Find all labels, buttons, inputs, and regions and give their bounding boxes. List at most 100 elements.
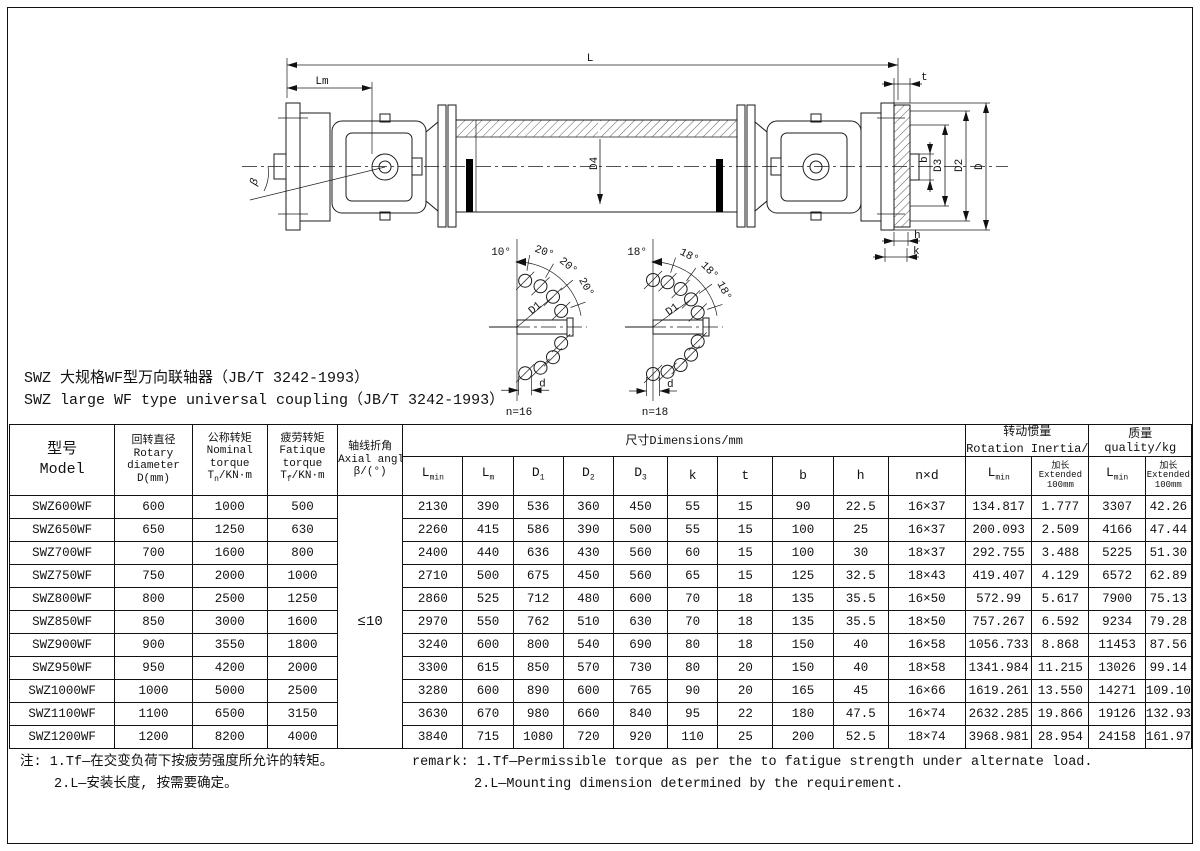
cell-value: 2.509: [1031, 518, 1090, 542]
cell-value: 100: [772, 518, 834, 542]
cell-value: 2130: [402, 495, 464, 519]
cell-value: 60: [667, 541, 719, 565]
col-quality-Lmin: Lmin: [1088, 456, 1146, 496]
cell-value: 1600: [266, 610, 339, 634]
cell-value: 660: [562, 702, 614, 726]
cell-value: 25: [832, 518, 889, 542]
cell-value: 28.954: [1031, 725, 1090, 749]
page-border: [7, 7, 1193, 844]
cell-value: 40: [832, 656, 889, 680]
cell-model: SWZ700WF: [8, 541, 116, 565]
col-h: h: [832, 456, 889, 496]
col-k: k: [667, 456, 719, 496]
cell-value: 3968.981: [965, 725, 1033, 749]
cell-value: 1000: [191, 495, 268, 519]
cell-value: 55: [667, 495, 719, 519]
col-D2: D2: [562, 456, 614, 496]
cell-value: 757.267: [965, 610, 1033, 634]
bolt-count-label: n=16: [506, 407, 532, 419]
cell-value: 125: [772, 564, 834, 588]
cell-value: 450: [562, 564, 614, 588]
cell-value: 600: [462, 633, 514, 657]
col-D1: D1: [512, 456, 564, 496]
cell-value: 2000: [191, 564, 268, 588]
col-inertia-Lmin: Lmin: [965, 456, 1033, 496]
cell-value: 540: [562, 633, 614, 657]
cell-value: 95: [667, 702, 719, 726]
cell-value: 430: [562, 541, 614, 565]
cell-value: 750: [114, 564, 193, 588]
technical-drawing: L Lm β: [242, 53, 1008, 419]
cell-value: 2500: [266, 679, 339, 703]
cell-value: 570: [562, 656, 614, 680]
header-dimensions-group: 尺寸Dimensions/mm: [402, 424, 967, 457]
step-angle-label: 18°: [698, 260, 720, 282]
dim-label-Lm: Lm: [315, 76, 329, 88]
note-en-1: remark: 1.Tf—Permissible torque as per t…: [412, 755, 1093, 770]
note-cn-1: 注: 1.Tf—在交变负荷下按疲劳强度所允许的转矩。: [20, 755, 334, 770]
cell-model: SWZ1100WF: [8, 702, 116, 726]
cell-model: SWZ600WF: [8, 495, 116, 519]
cell-value: 1100: [114, 702, 193, 726]
cell-value: 13.550: [1031, 679, 1090, 703]
cell-axial-angle-value: ≤10: [337, 495, 404, 749]
main-assembly-view: L Lm β: [242, 53, 1008, 262]
step-angle-label: 20°: [556, 256, 579, 278]
cell-value: 850: [512, 656, 564, 680]
cell-value: 2260: [402, 518, 464, 542]
cell-value: 450: [612, 495, 669, 519]
cell-value: 670: [462, 702, 514, 726]
cell-value: 3840: [402, 725, 464, 749]
cell-value: 700: [114, 541, 193, 565]
cell-value: 8.868: [1031, 633, 1090, 657]
step-angle-label: 18°: [677, 247, 700, 267]
cell-value: 18×74: [887, 725, 967, 749]
cell-value: 765: [612, 679, 669, 703]
cell-value: 9234: [1088, 610, 1146, 634]
cell-value: 1000: [266, 564, 339, 588]
dim-label-D2: D2: [954, 159, 966, 172]
cell-value: 3300: [402, 656, 464, 680]
cell-value: 2000: [266, 656, 339, 680]
cell-value: 2400: [402, 541, 464, 565]
cell-value: 1080: [512, 725, 564, 749]
cell-value: 150: [772, 633, 834, 657]
cell-value: 840: [612, 702, 669, 726]
step-angle-label: 20°: [533, 244, 556, 262]
cell-value: 18: [717, 633, 774, 657]
angle-label-beta: β: [248, 177, 262, 189]
cell-value: 52.5: [832, 725, 889, 749]
cell-value: 109.10: [1144, 679, 1193, 703]
cell-value: 51.30: [1144, 541, 1193, 565]
cell-value: 3240: [402, 633, 464, 657]
cell-value: 920: [612, 725, 669, 749]
cell-value: 650: [114, 518, 193, 542]
cell-value: 1250: [266, 587, 339, 611]
bolt-circle-diameter-label: D1: [527, 300, 545, 318]
cell-value: 4000: [266, 725, 339, 749]
cell-value: 890: [512, 679, 564, 703]
cell-value: 2500: [191, 587, 268, 611]
cell-value: 15: [717, 495, 774, 519]
cell-value: 15: [717, 518, 774, 542]
cell-value: 600: [612, 587, 669, 611]
cell-value: 1619.261: [965, 679, 1033, 703]
cell-value: 3000: [191, 610, 268, 634]
cell-value: 18×50: [887, 610, 967, 634]
cell-value: 550: [462, 610, 514, 634]
cell-value: 800: [266, 541, 339, 565]
cell-value: 200: [772, 725, 834, 749]
cell-model: SWZ1000WF: [8, 679, 116, 703]
page-title-cn: SWZ 大规格WF型万向联轴器（JB/T 3242-1993）: [24, 370, 370, 387]
col-nxd: n×d: [887, 456, 967, 496]
